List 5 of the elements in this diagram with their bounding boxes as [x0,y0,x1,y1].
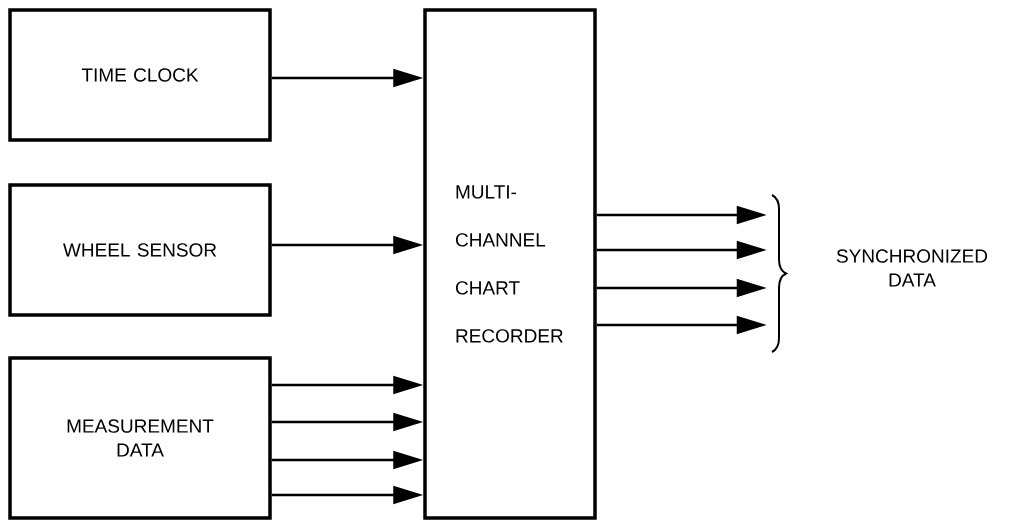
block-box: TIME CLOCK [8,8,272,142]
output-label: SYNCHRONIZED DATA [836,249,988,287]
block-box: WHEEL SENSOR [8,183,272,317]
block-box: MULTI- CHANNEL CHART RECORDER [423,8,597,520]
block-box: MEASUREMENT DATA [8,356,272,520]
